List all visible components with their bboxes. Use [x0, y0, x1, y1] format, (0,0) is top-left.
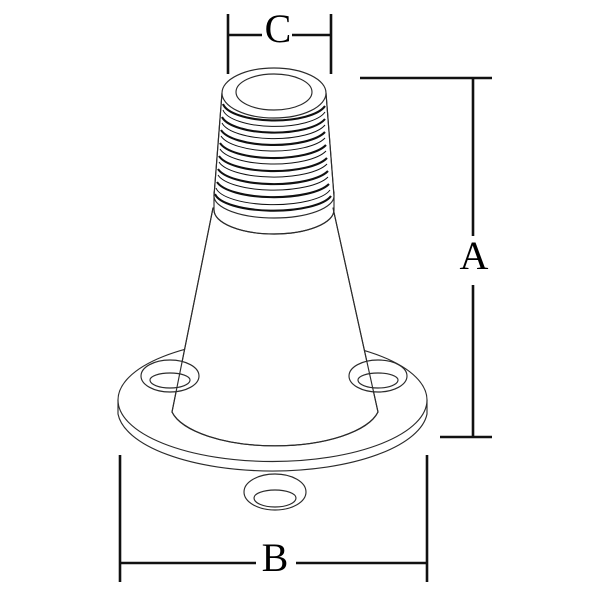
thread-cylinder-left-edge — [213, 92, 223, 197]
dim-c-label: C — [265, 6, 292, 51]
thread-cylinder-right-edge — [325, 92, 335, 197]
dimension-a: A — [360, 76, 492, 439]
mounting-hole-front — [243, 473, 307, 511]
neck-bottom-rim — [213, 209, 335, 235]
cone-right-edge — [332, 207, 379, 413]
dimension-c: C — [226, 6, 333, 74]
dim-a-label: A — [460, 233, 489, 278]
top-bore-inner — [235, 73, 313, 111]
cone-body — [171, 207, 379, 447]
thread-turns — [214, 103, 332, 212]
mounting-hole-left — [140, 359, 200, 393]
dim-b-label: B — [262, 535, 289, 580]
mounting-hole-right — [348, 359, 408, 393]
cone-left-edge — [171, 207, 214, 413]
cone-base-front-arc — [171, 411, 379, 447]
part-geometry — [117, 67, 428, 511]
dimension-b: B — [118, 455, 429, 582]
